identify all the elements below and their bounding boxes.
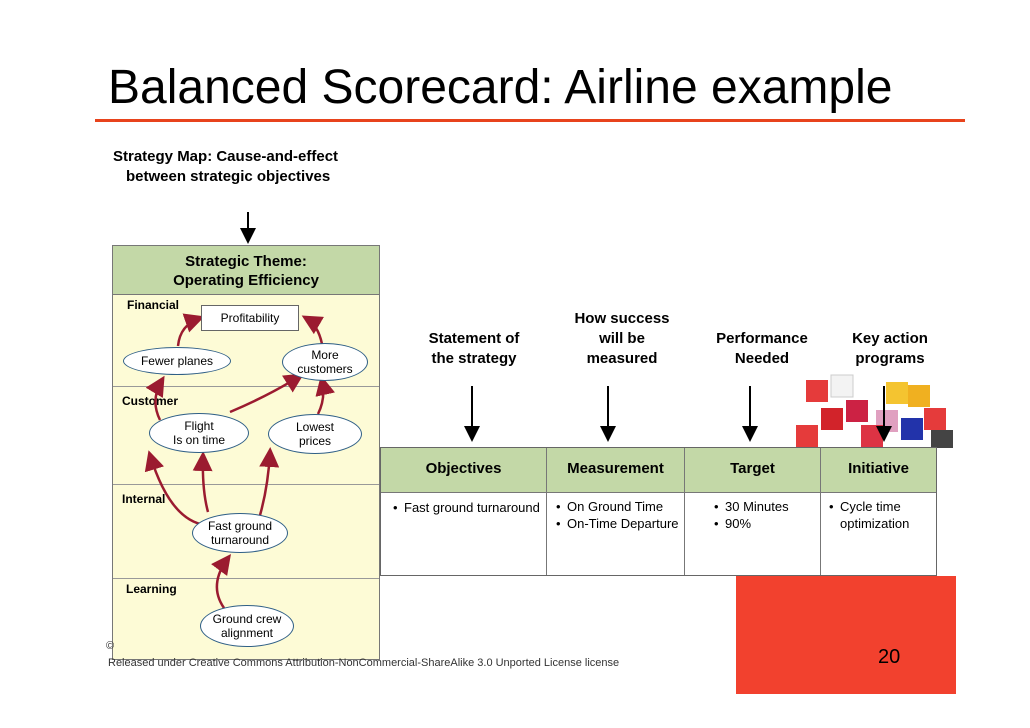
header-initiative-description: Key action programs: [852, 330, 928, 367]
arrow-turnaround-to-flight-curve: [144, 450, 206, 527]
arrow-fewer-planes-to-profitability: [176, 313, 205, 347]
header-target-description: Performance Needed: [716, 330, 808, 367]
dice-image: [736, 330, 956, 448]
cell-initiative: Cycle time optimization: [829, 498, 933, 532]
node-ground-crew-alignment: Ground crew alignment: [200, 605, 294, 647]
column-header-measurement: Measurement: [567, 460, 664, 477]
column-divider: [684, 448, 685, 575]
strategic-theme-title: Strategic Theme: Operating Efficiency: [113, 252, 379, 290]
column-header-target: Target: [730, 460, 775, 477]
band-divider: [113, 578, 379, 579]
column-header-objectives: Objectives: [425, 460, 502, 477]
band-label-internal: Internal: [122, 492, 166, 506]
band-divider: [113, 484, 379, 485]
header-objectives-description: Statement of the strategy: [428, 330, 520, 367]
column-divider: [546, 448, 547, 575]
node-profitability: Profitability: [201, 305, 299, 331]
theme-line-1: Strategic Theme:: [185, 253, 307, 270]
header-rule: [381, 492, 936, 493]
band-divider: [113, 386, 379, 387]
arrow-flight-to-more-customers: [229, 373, 305, 414]
band-label-learning: Learning: [126, 582, 177, 596]
page-title: Balanced Scorecard: Airline example: [108, 61, 893, 114]
cell-objectives: Fast ground turnaround: [393, 499, 541, 516]
caption-line-1: Strategy Map: Cause-and-effect: [113, 148, 339, 165]
header-measurement-description: How success will be measured: [574, 310, 670, 367]
list-item: On-Time Departure: [556, 515, 682, 532]
arrow-crew-to-turnaround: [211, 553, 231, 609]
arrow-turnaround-to-flight: [192, 451, 213, 513]
arrow-turnaround-to-lowest-prices: [256, 447, 280, 523]
strategic-theme-header: [113, 246, 379, 295]
strategy-map-caption: Strategy Map: Cause-and-effect between s…: [113, 147, 338, 187]
node-flight-on-time: Flight Is on time: [149, 413, 249, 453]
list-item: 30 Minutes: [714, 498, 818, 515]
arrow-flight-to-fewer-planes: [145, 375, 165, 421]
page-number: 20: [878, 646, 901, 668]
node-lowest-prices: Lowest prices: [268, 414, 362, 454]
copyright-symbol: ©: [106, 640, 115, 652]
dice-illustration: [796, 374, 953, 448]
theme-line-2: Operating Efficiency: [173, 272, 319, 289]
list-item: Cycle time optimization: [829, 498, 933, 532]
cell-measurement: On Ground Time On-Time Departure: [556, 498, 682, 532]
cell-target: 30 Minutes 90%: [714, 498, 818, 532]
column-header-initiative: Initiative: [848, 460, 909, 477]
license-footer: Released under Creative Commons Attribut…: [108, 657, 620, 669]
node-more-customers: More customers: [282, 343, 368, 381]
arrow-more-customers-to-profitability: [301, 315, 324, 345]
scorecard-table-header: [381, 448, 936, 492]
node-fast-ground-turnaround: Fast ground turnaround: [192, 513, 288, 553]
band-label-financial: Financial: [127, 298, 180, 312]
list-item: 90%: [714, 515, 818, 532]
list-item: Fast ground turnaround: [393, 499, 541, 516]
list-item: On Ground Time: [556, 498, 682, 515]
caption-line-2: between strategic objectives: [126, 168, 331, 185]
node-fewer-planes: Fewer planes: [123, 347, 231, 375]
decorative-red-block: [736, 576, 956, 694]
title-underline: [95, 119, 965, 122]
column-divider: [820, 448, 821, 575]
arrow-lowest-prices-to-more-customers: [315, 375, 336, 415]
